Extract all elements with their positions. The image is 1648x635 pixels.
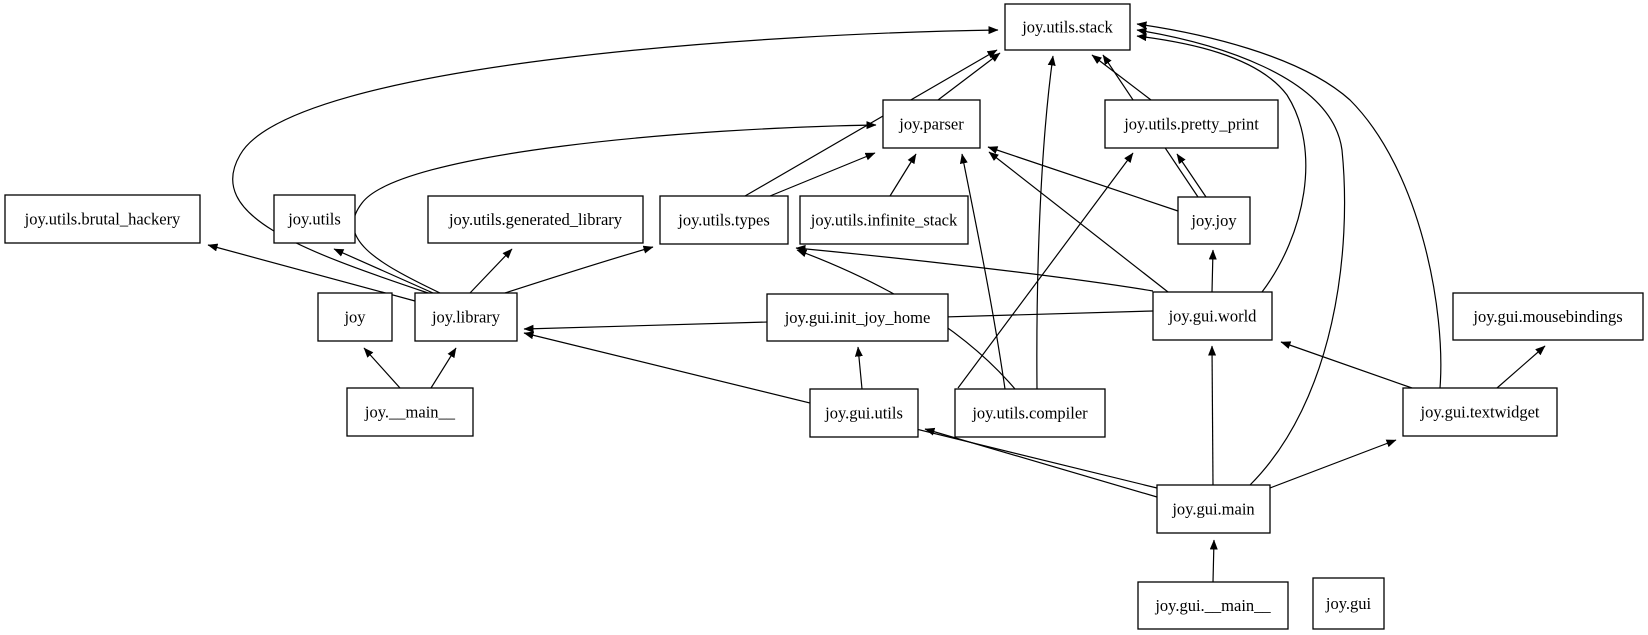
node-box-joy-gui-utils <box>809 388 919 438</box>
edge-joy-gui-main-to-joy-utils-stack <box>1136 27 1346 486</box>
edge-joy-gui-main-to-joy-gui-world <box>1208 345 1217 486</box>
node-joy-joy: joy.joy <box>1177 196 1251 245</box>
edge-joy-library-to-joy-utils-brutal-hackery <box>207 243 416 302</box>
node-box-joy-gui-main <box>1156 484 1271 534</box>
node-box-joy-utils-compiler <box>954 388 1106 438</box>
node-box-joy-gui-main-module <box>1137 581 1289 630</box>
node-box-joy-utils-infinite-stack <box>799 195 969 245</box>
node-box-joy-gui-textwidget <box>1402 387 1558 437</box>
edge-joy-utils-compiler-to-joy-parser <box>959 153 1006 390</box>
node-joy-utils-types: joy.utils.types <box>659 195 789 245</box>
node-box-joy-main <box>346 387 474 437</box>
edge-joy-utils-infinite-stack-to-joy-parser <box>889 153 917 197</box>
node-label-joy-gui-utils: joy.gui.utils <box>824 404 903 423</box>
edge-joy-gui-world-to-joy-utils-types <box>795 244 1154 292</box>
edge-joy-gui-world-to-joy-joy <box>1208 249 1217 293</box>
edge-joy-gui-textwidget-to-joy-utils-stack <box>1136 21 1442 389</box>
node-joy-utils-generated-library: joy.utils.generated_library <box>427 195 644 244</box>
node-label-joy-gui-main: joy.gui.main <box>1171 500 1254 519</box>
node-joy-utils-pretty-print: joy.utils.pretty_print <box>1104 99 1279 149</box>
node-label-joy-utils: joy.utils <box>287 210 341 229</box>
node-label-joy-joy: joy.joy <box>1190 211 1237 230</box>
node-joy-main: joy.__main__ <box>346 387 474 437</box>
node-label-joy-gui-mousebindings: joy.gui.mousebindings <box>1472 307 1622 326</box>
edge-joy-gui-textwidget-to-joy-gui-mousebindings <box>1496 345 1546 389</box>
node-box-joy-gui <box>1312 577 1385 630</box>
node-box-joy-utils <box>273 194 356 244</box>
node-joy-gui-utils: joy.gui.utils <box>809 388 919 438</box>
node-joy-utils-infinite-stack: joy.utils.infinite_stack <box>799 195 969 245</box>
edge-joy-main-to-joy <box>363 347 401 389</box>
node-label-joy-library: joy.library <box>431 308 501 327</box>
node-joy-gui-mousebindings: joy.gui.mousebindings <box>1452 292 1644 341</box>
node-joy-gui-main-module: joy.gui.__main__ <box>1137 581 1289 630</box>
node-label-joy-gui-textwidget: joy.gui.textwidget <box>1420 403 1540 422</box>
node-label-joy-utils-infinite-stack: joy.utils.infinite_stack <box>810 211 958 230</box>
node-label-joy-gui: joy.gui <box>1325 594 1372 613</box>
node-joy: joy <box>317 292 393 342</box>
node-label-joy-gui-world: joy.gui.world <box>1168 307 1258 326</box>
edge-joy-joy-to-joy-parser <box>987 146 1179 212</box>
edge-joy-library-to-joy-utils-types <box>504 245 654 294</box>
edge-joy-utils-types-to-joy-parser <box>769 152 876 197</box>
node-label-joy-utils-stack: joy.utils.stack <box>1021 18 1113 37</box>
node-label-joy-utils-types: joy.utils.types <box>677 211 770 230</box>
node-box-joy <box>317 292 393 342</box>
node-box-joy-utils-types <box>659 195 789 245</box>
edge-joy-gui-textwidget-to-joy-gui-world <box>1280 341 1413 389</box>
node-joy-gui: joy.gui <box>1312 577 1385 630</box>
edge-joy-library-to-joy-utils <box>333 248 434 294</box>
edge-joy-gui-main-to-joy-gui-textwidget <box>1269 439 1397 489</box>
node-label-joy-utils-pretty-print: joy.utils.pretty_print <box>1123 115 1259 134</box>
node-label-joy-utils-generated-library: joy.utils.generated_library <box>448 210 623 229</box>
node-box-joy-utils-stack <box>1004 3 1131 51</box>
edge-joy-library-to-joy-utils-generated-library <box>469 248 513 294</box>
nodes-layer: joy.utils.stack joy.parser joy.utils.prett… <box>4 3 1644 630</box>
edge-joy-gui-world-to-joy-utils-stack <box>1136 33 1307 293</box>
edge-joy-utils-compiler-to-joy-utils-stack <box>1036 55 1056 390</box>
node-box-joy-gui-world <box>1152 291 1273 341</box>
node-joy-gui-main: joy.gui.main <box>1156 484 1271 534</box>
node-joy-utils: joy.utils <box>273 194 356 244</box>
edge-joy-gui-utils-to-joy-gui-init-joy-home <box>854 346 863 390</box>
node-joy-gui-init-joy-home: joy.gui.init_joy_home <box>766 293 949 342</box>
node-box-joy-gui-mousebindings <box>1452 292 1644 341</box>
node-joy-parser: joy.parser <box>882 99 981 149</box>
node-box-joy-parser <box>882 99 981 149</box>
node-label-joy-utils-brutal-hackery: joy.utils.brutal_hackery <box>24 210 181 229</box>
node-box-joy-utils-pretty-print <box>1104 99 1279 149</box>
node-label-joy-utils-compiler: joy.utils.compiler <box>971 404 1088 423</box>
edge-joy-parser-to-joy-utils-stack <box>937 52 1001 101</box>
node-label-joy: joy <box>343 308 366 327</box>
node-joy-gui-textwidget: joy.gui.textwidget <box>1402 387 1558 437</box>
node-label-joy-parser: joy.parser <box>898 115 964 134</box>
node-box-joy-utils-brutal-hackery <box>4 194 201 244</box>
node-joy-utils-compiler: joy.utils.compiler <box>954 388 1106 438</box>
node-box-joy-library <box>414 292 518 342</box>
node-label-joy-main: joy.__main__ <box>364 403 456 422</box>
edge-joy-library-to-joy-parser <box>352 121 877 294</box>
edge-joy-utils-compiler-to-joy-utils-pretty-print <box>957 152 1134 389</box>
edge-joy-gui-main-module-to-joy-gui-main <box>1209 539 1218 583</box>
edge-joy-utils-types-to-joy-utils-stack <box>744 49 998 197</box>
edges-layer <box>207 21 1546 583</box>
node-joy-utils-brutal-hackery: joy.utils.brutal_hackery <box>4 194 201 244</box>
edge-joy-utils-pretty-print-to-joy-utils-stack <box>1091 54 1152 101</box>
edge-joy-joy-to-joy-utils-pretty-print <box>1176 153 1207 198</box>
node-label-joy-gui-main-module: joy.gui.__main__ <box>1154 596 1271 615</box>
edge-joy-library-to-joy-utils-stack <box>232 26 999 294</box>
node-label-joy-gui-init-joy-home: joy.gui.init_joy_home <box>784 308 931 327</box>
node-joy-gui-world: joy.gui.world <box>1152 291 1273 341</box>
node-joy-utils-stack: joy.utils.stack <box>1004 3 1131 51</box>
node-box-joy-joy <box>1177 196 1251 245</box>
edge-joy-gui-world-to-joy-parser <box>988 151 1169 293</box>
node-joy-library: joy.library <box>414 292 518 342</box>
node-box-joy-utils-generated-library <box>427 195 644 244</box>
node-box-joy-gui-init-joy-home <box>766 293 949 342</box>
edge-joy-main-to-joy-library <box>430 347 457 389</box>
